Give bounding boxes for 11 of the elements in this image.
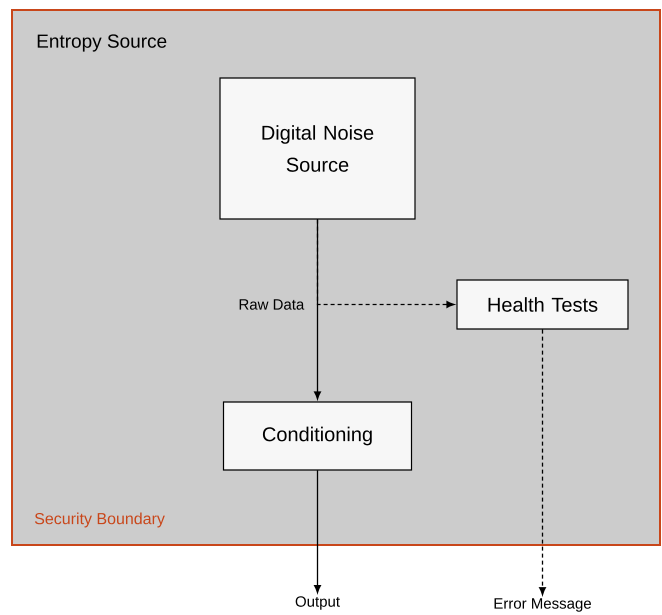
process-box: Conditioning bbox=[222, 401, 412, 471]
output-text: Output bbox=[296, 596, 340, 610]
edge-label: Raw Data bbox=[240, 299, 304, 310]
process-box: Health Tests bbox=[456, 279, 629, 330]
output-text: Error Message bbox=[494, 598, 591, 612]
arrow bbox=[316, 220, 455, 308]
process-box: Digital Noise Source bbox=[219, 77, 416, 220]
heading: Entropy Source bbox=[38, 34, 166, 52]
arrow bbox=[314, 470, 321, 594]
arrow bbox=[539, 330, 546, 596]
boundary-label: Security Boundary bbox=[34, 512, 165, 528]
